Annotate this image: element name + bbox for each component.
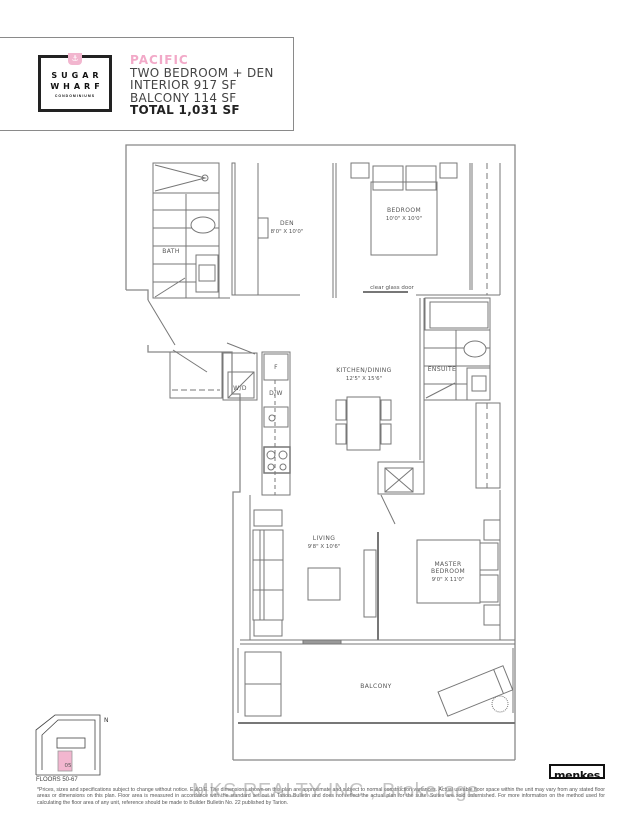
menkes-logo: menkes bbox=[549, 764, 605, 782]
master-bedroom-furniture bbox=[416, 490, 501, 640]
ensuite-fixtures bbox=[419, 297, 501, 489]
suite-balcony-area: BALCONY 114 SF bbox=[130, 90, 237, 105]
master-label-1: MASTER bbox=[434, 561, 461, 568]
suite-info: PACIFIC TWO BEDROOM + DEN INTERIOR 917 S… bbox=[130, 54, 274, 117]
floors-label: FLOORS 50-67 bbox=[36, 777, 78, 783]
glass-door-label: clear glass door bbox=[370, 285, 414, 291]
suite-interior-area: INTERIOR 917 SF bbox=[130, 78, 237, 92]
suite-name: PACIFIC bbox=[130, 53, 189, 67]
bath-fixtures bbox=[152, 162, 230, 299]
master-dims: 9'0" X 11'0" bbox=[432, 577, 465, 583]
suite-total-area: TOTAL 1,031 SF bbox=[130, 103, 240, 117]
dishwasher-label: D/W bbox=[269, 390, 283, 397]
den-label: DEN bbox=[280, 220, 294, 227]
exterior-walls bbox=[125, 144, 516, 761]
logo-text-condominiums: CONDOMINIUMS bbox=[54, 94, 96, 98]
menkes-logo-text: menkes bbox=[554, 769, 600, 782]
unit-number: 05 bbox=[65, 763, 72, 769]
laundry-closet bbox=[147, 299, 258, 401]
den-walls bbox=[231, 162, 337, 298]
balcony-outline bbox=[237, 648, 515, 724]
kitchen-label: KITCHEN/DINING bbox=[336, 367, 391, 374]
kitchen-galley bbox=[261, 351, 291, 496]
balcony-label: BALCONY bbox=[360, 683, 391, 690]
mechanical-closet bbox=[377, 461, 425, 525]
disclaimer-text: *Prices, sizes and specifications subjec… bbox=[37, 787, 605, 806]
bedroom-furniture bbox=[350, 162, 501, 296]
logo-text-wharf: WHARF bbox=[50, 82, 104, 91]
logo-text-sugar: SUGAR bbox=[51, 71, 103, 80]
window-wall bbox=[240, 639, 515, 645]
bedroom-dims: 10'0" X 10'0" bbox=[386, 216, 422, 222]
suite-type: TWO BEDROOM + DEN bbox=[130, 65, 274, 80]
bath-label: BATH bbox=[162, 248, 180, 255]
kitchen-dims: 12'5" X 15'6" bbox=[346, 376, 382, 382]
master-label-2: BEDROOM bbox=[431, 568, 465, 575]
sugar-wharf-logo: ⚓ SUGAR WHARF CONDOMINIUMS bbox=[38, 53, 112, 112]
dining-table bbox=[335, 396, 392, 451]
key-plan bbox=[35, 714, 101, 776]
ensuite-label: ENSUITE bbox=[428, 366, 457, 373]
north-arrow-icon: N bbox=[104, 717, 109, 724]
fridge-label: F bbox=[274, 364, 278, 371]
living-furniture bbox=[249, 495, 379, 640]
bedroom-label: BEDROOM bbox=[387, 207, 421, 214]
watermark: MKS REALTY INC., Brokerage bbox=[192, 780, 479, 802]
living-dims: 9'8" X 10'6" bbox=[308, 544, 341, 550]
den-dims: 8'0" X 10'0" bbox=[271, 229, 304, 235]
wd-label: W/D bbox=[233, 385, 247, 392]
living-label: LIVING bbox=[313, 535, 336, 542]
anchor-icon: ⚓ bbox=[68, 53, 82, 65]
